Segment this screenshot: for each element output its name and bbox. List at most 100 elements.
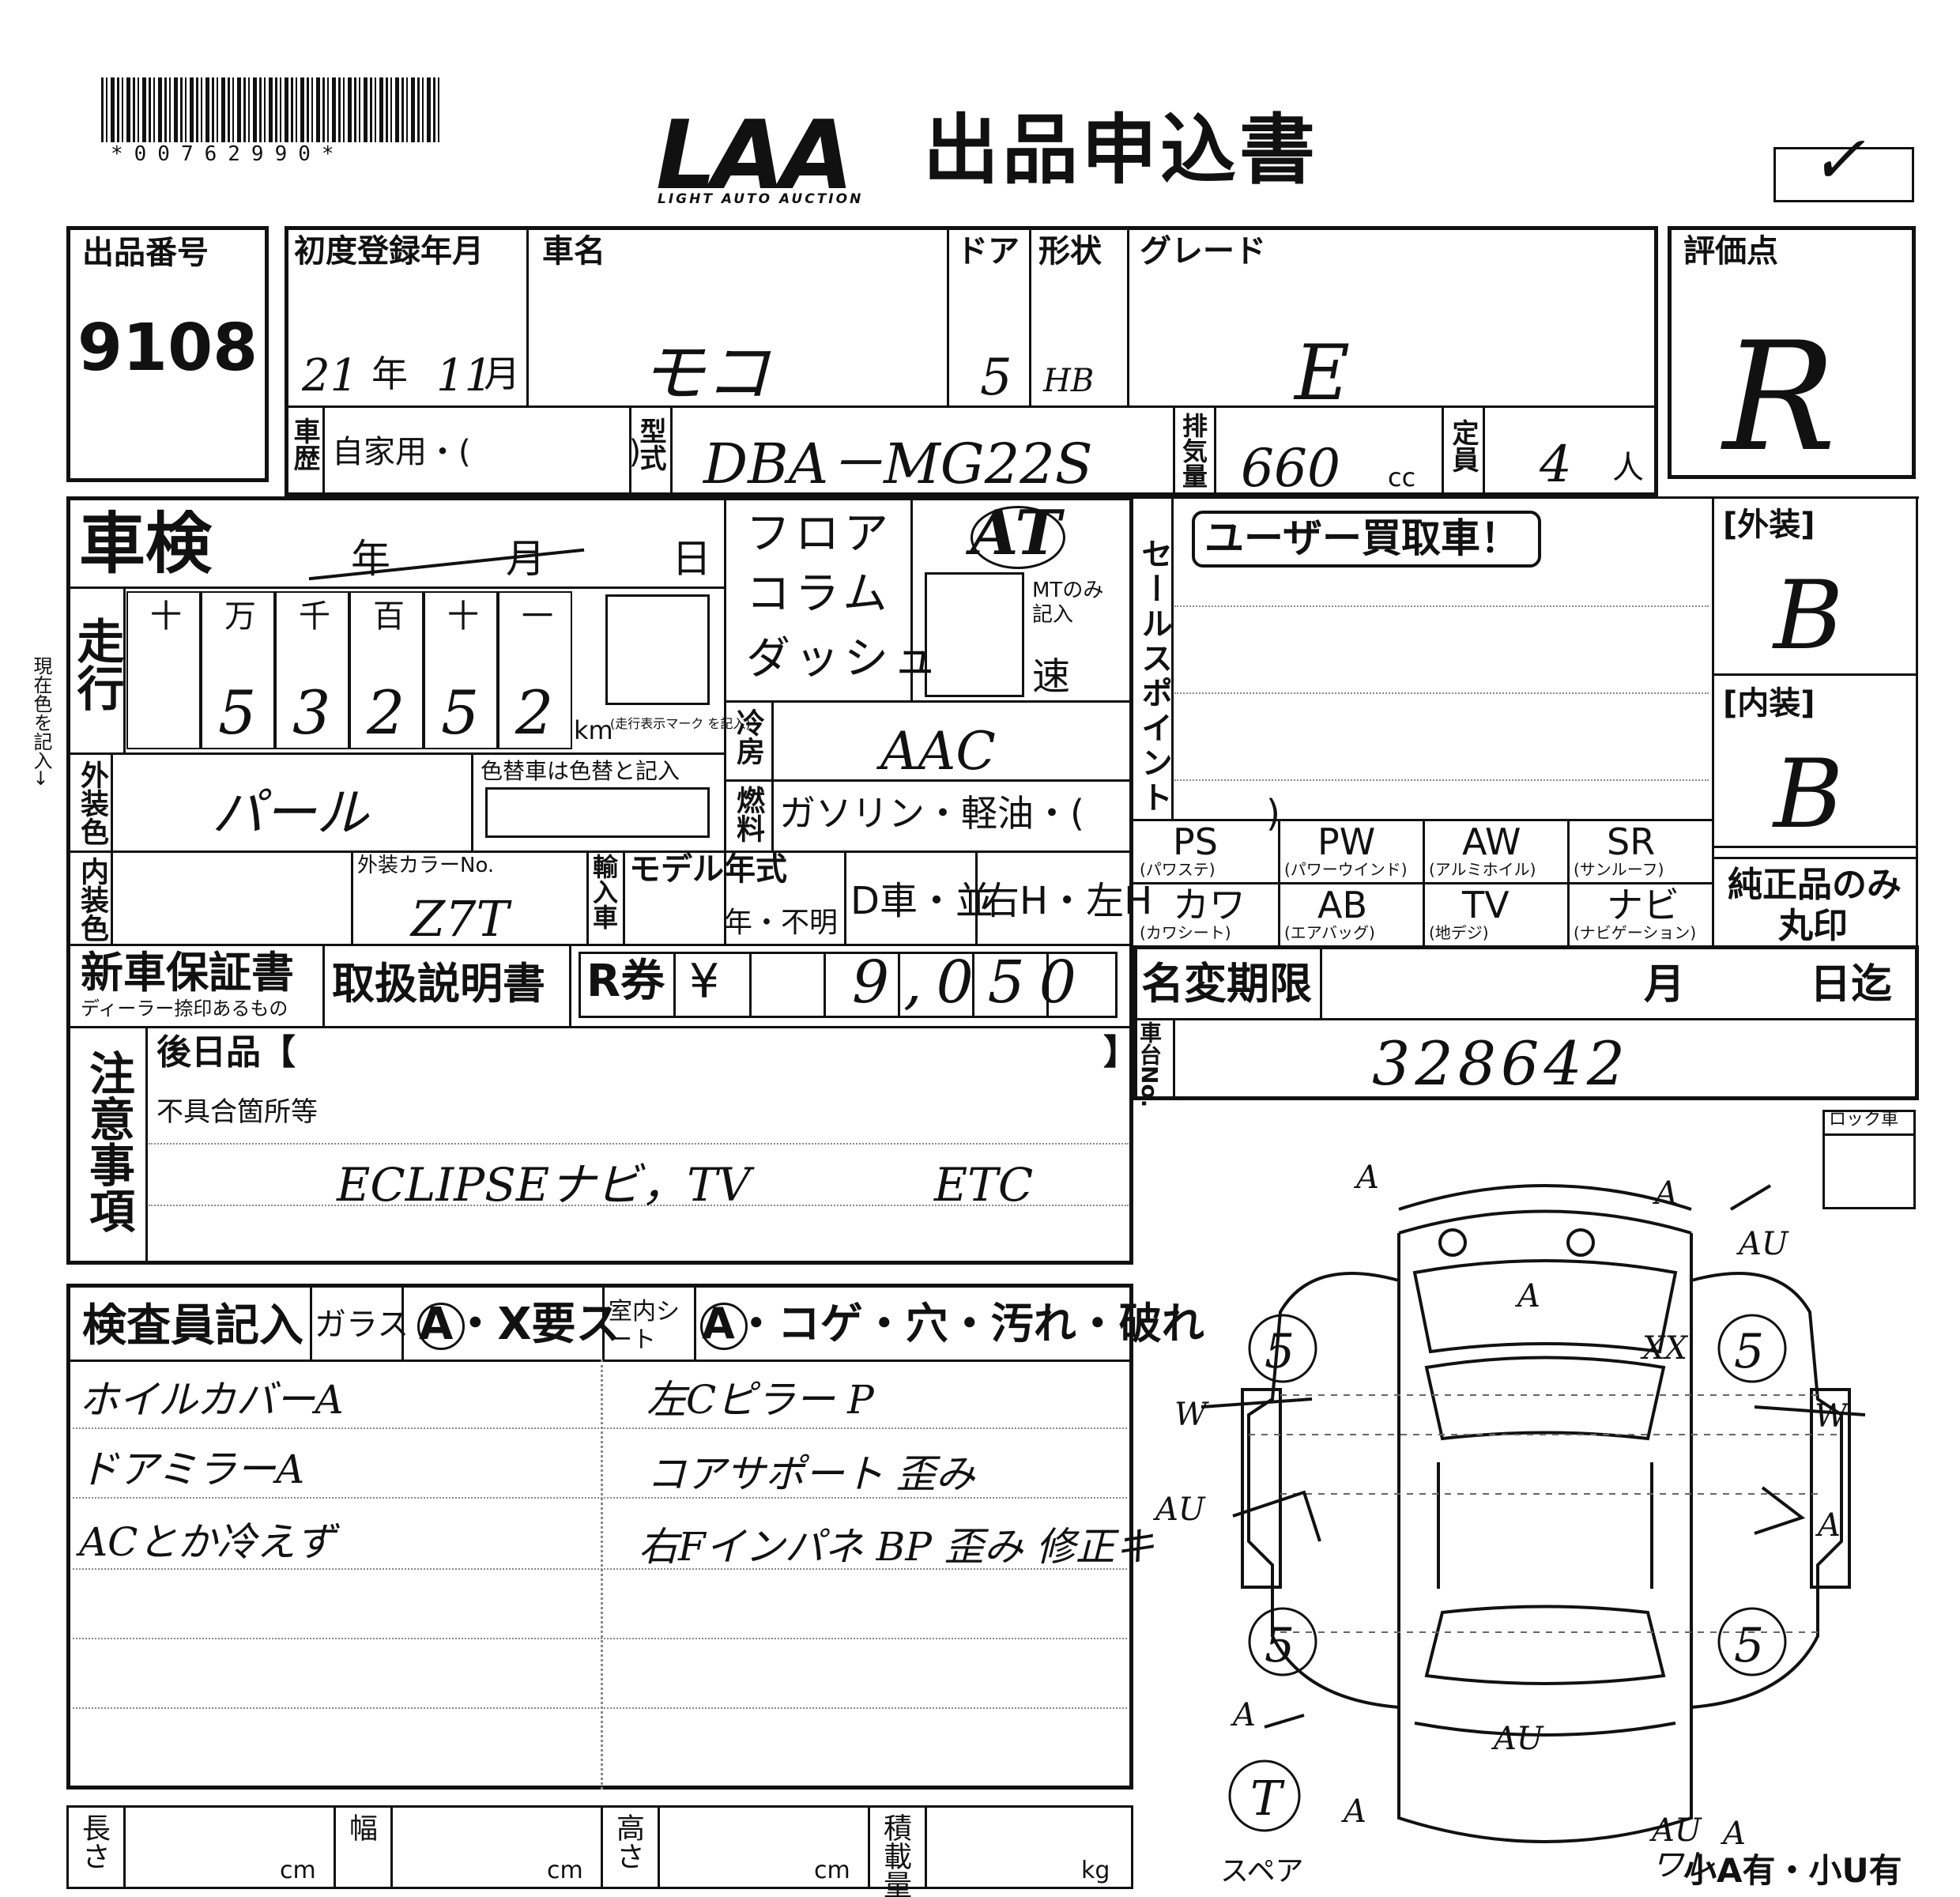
inspector-box xyxy=(66,1284,1133,1790)
body-shape-label: 形状 xyxy=(1038,233,1102,270)
equipment-code: PS xyxy=(1173,820,1218,863)
dimension-unit: cm xyxy=(814,1857,850,1884)
notes-label: 注意事項 xyxy=(81,1050,135,1233)
user-car-label: ユーザー買取車！ xyxy=(1204,515,1520,561)
lot-label: 出品番号 xyxy=(82,235,209,271)
ext-grade-value: B xyxy=(1773,561,1844,671)
model-year-suffix: 年・不明 xyxy=(724,907,839,939)
equipment-code: TV xyxy=(1462,884,1510,926)
mileage-digit: 2 xyxy=(367,677,405,748)
seat-label: 室内シート xyxy=(609,1298,680,1354)
score-box xyxy=(1668,226,1916,479)
mt-speed-label: 速 xyxy=(1032,654,1071,699)
left-note-1: ホイルカバーA xyxy=(79,1377,344,1423)
mileage-digit: 5 xyxy=(218,677,257,748)
damage-mark: A xyxy=(1344,1793,1366,1830)
mileage-mark-box[interactable] xyxy=(605,594,710,705)
equipment-desc: (エアバッグ) xyxy=(1284,923,1375,942)
damage-mark: A xyxy=(1356,1160,1379,1196)
barcode xyxy=(101,77,441,142)
displacement-value: 660 xyxy=(1241,438,1340,499)
dimensions-box xyxy=(66,1805,1133,1889)
mileage-cell xyxy=(201,591,275,749)
tire-mark: 5 xyxy=(1265,1618,1295,1673)
shift-column: コラム xyxy=(746,568,892,620)
equipment-desc: (サンルーフ) xyxy=(1574,860,1664,879)
lot-number: 9108 xyxy=(77,311,258,386)
mileage-digit-label: 百 xyxy=(373,598,405,635)
damage-mark: AU xyxy=(1739,1226,1788,1262)
damage-mark: A xyxy=(1723,1816,1746,1852)
spare-mark: T xyxy=(1250,1771,1283,1827)
tire-mark: 5 xyxy=(1734,1618,1765,1673)
lock-label: ロック車 xyxy=(1829,1110,1899,1130)
history-label: 車歴 xyxy=(288,417,320,471)
interior-color-label: 内装色 xyxy=(76,857,108,942)
mileage-cell xyxy=(126,591,201,749)
mt-speed-box[interactable] xyxy=(925,572,1024,697)
dimension-label: 幅 xyxy=(345,1813,377,1842)
tire-mark: 5 xyxy=(1734,1324,1765,1379)
history-value: 自家用・( ) xyxy=(332,434,642,470)
damage-mark: XX xyxy=(1642,1330,1687,1367)
warranty-label: 新車保証書 xyxy=(81,948,294,998)
dimension-label: 長さ xyxy=(77,1813,110,1870)
logo: LAA xyxy=(656,101,854,211)
doors-label: ドア xyxy=(956,233,1020,270)
displacement-label: 排気量 xyxy=(1178,413,1208,488)
name-change-month: 月 xyxy=(1644,961,1686,1009)
car-name-value: モコ xyxy=(640,336,770,411)
equipment-code: SR xyxy=(1607,820,1656,863)
ext-grade-label: [外装] xyxy=(1723,507,1815,543)
mileage-digit: 5 xyxy=(441,677,480,748)
glass-circle xyxy=(417,1303,465,1350)
model-year-label: モデル年式 xyxy=(629,851,787,888)
mileage-digit-label: 十 xyxy=(150,598,182,635)
equipment-desc: (パワーウインド) xyxy=(1284,860,1408,879)
damage-mark: ワレ xyxy=(1652,1847,1715,1884)
grade-value: E xyxy=(1295,329,1351,417)
check-box[interactable] xyxy=(1773,147,1914,202)
lock-box[interactable] xyxy=(1822,1110,1916,1209)
inspection-label: 車検 xyxy=(79,505,213,583)
exterior-color-label: 外装色 xyxy=(76,760,108,846)
import-label: 輸入車 xyxy=(589,854,619,930)
equipment-desc: (地デジ) xyxy=(1429,923,1489,942)
chassis-value: 328642 xyxy=(1372,1028,1630,1099)
warranty-note: ディーラー捺印あるもの xyxy=(81,998,288,1020)
check-mark: ✓ xyxy=(1810,121,1866,198)
handle-value: 右H・左H xyxy=(982,879,1153,923)
recycle-label: R券 xyxy=(586,956,665,1007)
color-no-value: Z7T xyxy=(411,890,509,948)
car-name-label: 車名 xyxy=(542,233,605,270)
registration-month: 11 xyxy=(436,350,493,402)
mileage-digit-label: 一 xyxy=(522,598,553,635)
recycle-value: 9,050 xyxy=(852,948,1091,1016)
defects-value: ECLIPSEナビ，TV ETC xyxy=(337,1158,1034,1212)
dimension-unit: cm xyxy=(547,1857,583,1884)
damage-mark: A xyxy=(1655,1175,1678,1212)
shift-floor: フロア xyxy=(746,508,893,560)
mileage-digit: 2 xyxy=(515,677,554,748)
damage-mark: W xyxy=(1815,1398,1848,1435)
seat-value: A・コゲ・穴・汚れ・破れ xyxy=(702,1299,1204,1348)
equipment-desc: (ナビゲーション) xyxy=(1574,923,1697,942)
damage-mark: A xyxy=(1233,1697,1256,1733)
dimension-unit: kg xyxy=(1081,1857,1110,1884)
page-title: 出品申込書 xyxy=(923,106,1318,194)
defects-label: 不具合箇所等 xyxy=(156,1096,318,1128)
repaint-box[interactable] xyxy=(485,787,710,838)
spare-label: スペア xyxy=(1220,1855,1304,1888)
left-note-3: ACとか冷えず xyxy=(79,1519,336,1565)
damage-mark: AU xyxy=(1652,1812,1702,1849)
int-grade-label: [内装] xyxy=(1723,685,1815,722)
manual-label: 取扱説明書 xyxy=(332,959,545,1009)
later-items-label: 後日品【 xyxy=(156,1032,296,1073)
inspector-center-divider xyxy=(601,1360,603,1790)
fuel-label: 燃料 xyxy=(732,786,764,843)
glass-label: ガラス xyxy=(315,1307,409,1343)
right-note-2: コアサポート 歪み xyxy=(646,1451,975,1497)
color-no-label: 外装カラーNo. xyxy=(357,854,495,877)
inspection-month: 月 xyxy=(506,536,545,582)
mileage-unit: km xyxy=(574,715,613,745)
